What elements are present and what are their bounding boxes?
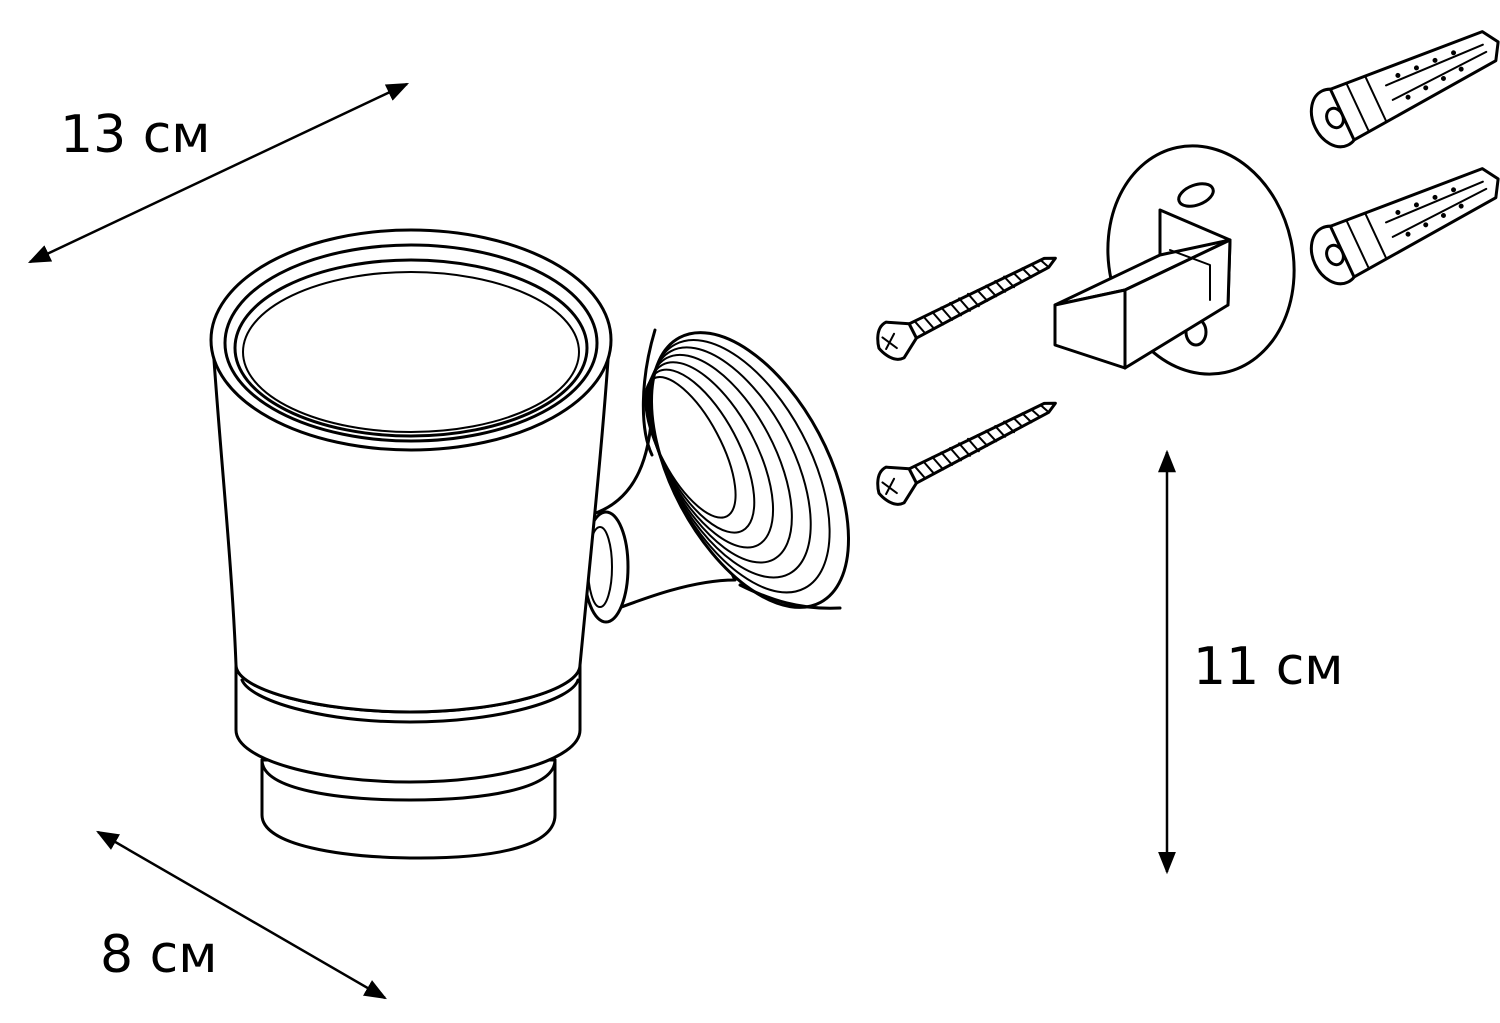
mounting-plate [1053, 144, 1296, 376]
dimension-height-label: 11 см [1193, 637, 1344, 697]
screw-bottom [876, 401, 1057, 506]
dimension-width: 13 см [27, 82, 410, 264]
dimension-width-label: 13 см [60, 105, 211, 165]
wall-anchor-bottom [1309, 167, 1500, 286]
dimension-depth-arrow [96, 830, 387, 1000]
tumbler-cup [209, 228, 613, 860]
wall-anchor-top [1309, 30, 1500, 149]
holder-wall-bracket [582, 328, 850, 624]
dimension-depth: 8 см [96, 830, 387, 1000]
screw-top [876, 256, 1057, 361]
dimension-width-arrow [27, 82, 410, 264]
dimension-height: 11 см [1158, 449, 1344, 875]
dimension-depth-label: 8 см [100, 925, 217, 985]
